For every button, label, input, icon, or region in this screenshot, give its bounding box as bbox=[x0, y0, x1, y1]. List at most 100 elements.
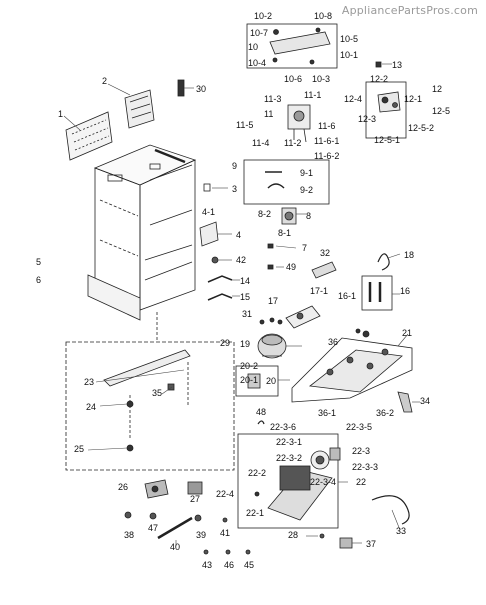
callout-10-4: 10-4 bbox=[248, 58, 266, 68]
callout-12-5-2: 12-5-2 bbox=[408, 123, 434, 133]
callout-labels: 12344-156788-18-299-19-21010-110-210-310… bbox=[36, 11, 450, 570]
part-drain-tube-33 bbox=[371, 495, 410, 525]
part-screw-43 bbox=[203, 549, 209, 555]
callout-9-1: 9-1 bbox=[300, 168, 313, 178]
group-box-36 bbox=[291, 337, 413, 403]
callout-8-2: 8-2 bbox=[258, 209, 271, 219]
callout-1: 1 bbox=[58, 109, 63, 119]
part-terminal-37 bbox=[339, 537, 353, 549]
part-hinge-14 bbox=[207, 275, 233, 283]
part-screw-41 bbox=[222, 517, 228, 523]
callout-4-1: 4-1 bbox=[202, 207, 215, 217]
callout-22-3-6: 22-3-6 bbox=[270, 422, 296, 432]
callout-12-5-1: 12-5-1 bbox=[374, 135, 400, 145]
callout-20-2: 20-2 bbox=[240, 361, 258, 371]
callout-22-3-2: 22-3-2 bbox=[276, 453, 302, 463]
callout-35: 35 bbox=[152, 388, 162, 398]
part-rod-40 bbox=[157, 516, 193, 540]
callout-13: 13 bbox=[392, 60, 402, 70]
callout-12-2: 12-2 bbox=[370, 74, 388, 84]
part-compressor bbox=[257, 333, 287, 359]
group-box-9 bbox=[243, 159, 330, 205]
part-damper-assembly bbox=[287, 104, 311, 143]
callout-10-6: 10-6 bbox=[284, 74, 302, 84]
part-screw-45 bbox=[245, 549, 251, 555]
callout-36-2: 36-2 bbox=[376, 408, 394, 418]
callout-23: 23 bbox=[84, 377, 94, 387]
callout-31: 31 bbox=[242, 309, 252, 319]
part-screw-39 bbox=[194, 514, 202, 522]
part-duct-cover bbox=[269, 31, 331, 55]
callout-40: 40 bbox=[170, 542, 180, 552]
callout-43: 43 bbox=[202, 560, 212, 570]
part-base-plate-36 bbox=[308, 328, 403, 393]
callout-29: 29 bbox=[220, 338, 230, 348]
callout-10-7: 10-7 bbox=[250, 28, 268, 38]
callout-32: 32 bbox=[320, 248, 330, 258]
part-thermistor-strip bbox=[177, 79, 185, 97]
callout-24: 24 bbox=[86, 402, 96, 412]
callout-15: 15 bbox=[240, 292, 250, 302]
callout-45: 45 bbox=[244, 560, 254, 570]
callout-47: 47 bbox=[148, 523, 158, 533]
part-divider-bracket bbox=[199, 221, 219, 247]
callout-11-6-2: 11-6-2 bbox=[314, 151, 339, 161]
group-box-22 bbox=[237, 433, 339, 529]
part-bracket-32 bbox=[311, 261, 337, 279]
callout-10: 10 bbox=[248, 42, 258, 52]
callout-4: 4 bbox=[236, 230, 241, 240]
callout-2: 2 bbox=[102, 76, 107, 86]
callout-12-5: 12-5 bbox=[432, 106, 450, 116]
part-cover-27 bbox=[187, 481, 203, 495]
callout-17-1: 17-1 bbox=[310, 286, 328, 296]
part-hinge-15 bbox=[207, 293, 233, 301]
callout-14: 14 bbox=[240, 276, 250, 286]
callout-21: 21 bbox=[402, 328, 412, 338]
callout-9-2: 9-2 bbox=[300, 185, 313, 195]
callout-22-3-5: 22-3-5 bbox=[346, 422, 372, 432]
part-fastener-49 bbox=[267, 264, 274, 270]
callout-10-5: 10-5 bbox=[340, 34, 358, 44]
callout-11-2: 11-2 bbox=[284, 138, 301, 148]
part-screw-46 bbox=[225, 549, 231, 555]
group-box-23 bbox=[65, 341, 235, 471]
callout-48: 48 bbox=[256, 407, 266, 417]
callout-42: 42 bbox=[236, 255, 246, 265]
callout-20: 20 bbox=[266, 376, 276, 386]
callout-46: 46 bbox=[224, 560, 234, 570]
callout-10-8: 10-8 bbox=[314, 11, 332, 21]
callout-12: 12 bbox=[432, 84, 442, 94]
callout-16: 16 bbox=[400, 286, 410, 296]
part-fan-bracket bbox=[377, 91, 401, 113]
part-flow-valve bbox=[281, 207, 297, 225]
callout-22: 22 bbox=[356, 477, 366, 487]
callout-20-1: 20-1 bbox=[240, 375, 258, 385]
part-clip-42 bbox=[211, 256, 219, 264]
part-screw-47 bbox=[149, 512, 157, 520]
part-condenser-fan-22 bbox=[267, 447, 341, 521]
part-clip-48 bbox=[257, 420, 265, 425]
callout-12-4: 12-4 bbox=[344, 94, 362, 104]
group-box-16 bbox=[361, 275, 393, 311]
part-fastener-13 bbox=[375, 61, 382, 68]
callout-34: 34 bbox=[420, 396, 430, 406]
part-screw-38 bbox=[124, 511, 132, 519]
part-wire-harness-18 bbox=[377, 253, 390, 271]
callout-6: 6 bbox=[36, 275, 41, 285]
part-label-plate bbox=[124, 89, 155, 129]
callout-19: 19 bbox=[240, 339, 250, 349]
callout-22-3-1: 22-3-1 bbox=[276, 437, 302, 447]
part-sensor-bracket bbox=[203, 183, 211, 192]
callout-39: 39 bbox=[196, 530, 206, 540]
callout-16-1: 16-1 bbox=[338, 291, 356, 301]
part-case-26 bbox=[144, 479, 169, 499]
callout-11-6: 11-6 bbox=[318, 121, 335, 131]
callout-25: 25 bbox=[74, 444, 84, 454]
callout-3: 3 bbox=[232, 184, 237, 194]
callout-8-1: 8-1 bbox=[278, 228, 291, 238]
callout-22-3-3: 22-3-3 bbox=[352, 462, 378, 472]
callout-27: 27 bbox=[190, 494, 200, 504]
callout-28: 28 bbox=[288, 530, 298, 540]
